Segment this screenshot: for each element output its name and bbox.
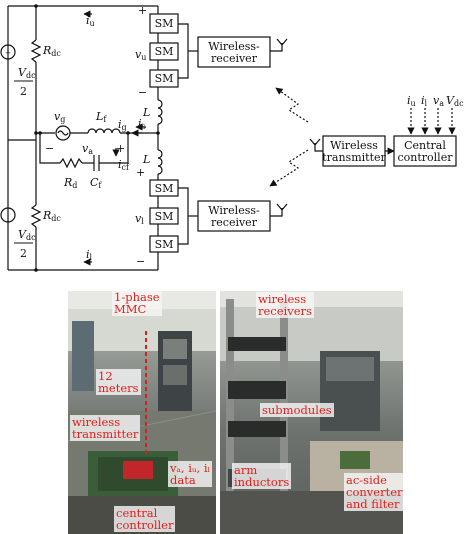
- ig-label: ig: [118, 118, 127, 132]
- dc-source-lower: [0, 207, 16, 223]
- annotation-wireless-transmitter: wireless transmitter: [70, 415, 141, 441]
- vl-plus: +: [136, 166, 145, 179]
- controller-input-vdc: Vdc: [446, 94, 464, 108]
- arm-inductor-upper-label: L: [142, 106, 150, 119]
- filter-inductor: [87, 128, 121, 134]
- lf-label: Lf: [95, 110, 107, 124]
- is-label: is: [138, 117, 146, 131]
- annotation-submodules: submodules: [260, 403, 334, 417]
- rdc-upper-label: Rdc: [42, 44, 61, 58]
- wireless-receiver-upper-line2: receiver: [211, 52, 258, 65]
- cf-label: Cf: [90, 176, 102, 190]
- vu-label: vu: [135, 48, 146, 62]
- rdc-lower-resistor: [30, 204, 42, 228]
- vdc-upper-num: Vdc: [18, 66, 36, 80]
- iu-label: iu: [86, 14, 95, 28]
- rdc-lower-label: Rdc: [42, 209, 61, 223]
- wireless-transmitter-line2: transmitter: [322, 151, 386, 164]
- annotation-data: vₐ, iᵤ, iₗ data: [168, 461, 213, 487]
- arm-inductor-lower-label: L: [142, 153, 150, 166]
- dc-source-upper: [0, 44, 16, 60]
- wireless-receiver-lower-line1: Wireless-: [208, 204, 260, 217]
- va-label: va: [82, 142, 93, 156]
- annotation-12-meters: 12 meters: [96, 369, 141, 395]
- annotation-wireless-receivers: wireless receivers: [256, 292, 314, 318]
- arm-inductor-upper: [157, 99, 163, 125]
- va-minus: −: [45, 142, 54, 155]
- mmc-system-diagram: + Vdc 2 Vdc 2 Rdc Rdc iu il vu: [0, 4, 464, 272]
- sm-box-upper-2: [149, 42, 179, 61]
- sm-label-lower-1: SM: [155, 182, 174, 195]
- wireless-receiver-lower-box: [197, 200, 271, 232]
- wireless-link-lower: [269, 149, 309, 187]
- wireless-transmitter-line1: Wireless: [330, 139, 378, 152]
- filter-capacitor: [93, 155, 100, 171]
- antenna-upper: [270, 38, 288, 52]
- vl-label: vl: [135, 212, 144, 226]
- lab-photo-left: 1-phase MMC 12 meters wireless transmitt…: [68, 291, 216, 534]
- rd-label: Rd: [63, 176, 77, 190]
- antenna-lower: [270, 203, 288, 217]
- sm-box-lower-2: [149, 207, 179, 225]
- sm-label-upper-2: SM: [155, 45, 174, 58]
- vg-label: vg: [54, 110, 65, 124]
- wireless-link-upper: [275, 87, 309, 123]
- vl-minus: −: [136, 255, 145, 268]
- lab-photo-right: wireless receivers submodules arm induct…: [220, 291, 403, 534]
- damping-resistor: [59, 157, 83, 169]
- dc-source-symbol: +: [5, 49, 11, 57]
- annotation-1phase-mmc: 1-phase MMC: [112, 291, 162, 316]
- central-controller-line1: Central: [404, 139, 446, 152]
- icf-label: icf: [118, 158, 130, 172]
- sm-label-lower-3: SM: [155, 238, 174, 251]
- vu-minus: −: [138, 86, 147, 99]
- lab-photo-left-scene: [68, 291, 216, 534]
- central-controller-box: [393, 135, 457, 167]
- wireless-receiver-upper-box: [197, 36, 271, 68]
- sm-label-upper-1: SM: [155, 17, 174, 30]
- vdc-upper-den: 2: [20, 85, 27, 98]
- vu-plus: +: [138, 4, 147, 17]
- controller-input-il: il: [421, 94, 428, 108]
- antenna-transmitter: [309, 138, 323, 152]
- annotation-ac-side-converter: ac-side converter and filter: [344, 473, 403, 511]
- il-label: il: [86, 248, 93, 262]
- controller-input-va: va: [433, 94, 444, 108]
- annotation-central-controller: central controller: [114, 506, 176, 532]
- controller-input-iu: iu: [407, 94, 416, 108]
- annotation-arm-inductors: arm inductors: [232, 463, 292, 489]
- va-plus: +: [116, 142, 125, 155]
- rdc-upper-resistor: [30, 39, 42, 63]
- wireless-receiver-lower-line2: receiver: [211, 216, 258, 229]
- arm-inductor-lower: [157, 149, 163, 175]
- vdc-lower-den: 2: [20, 247, 27, 260]
- sm-label-upper-3: SM: [155, 72, 174, 85]
- wireless-receiver-upper-line1: Wireless-: [208, 40, 260, 53]
- vdc-lower-num: Vdc: [18, 228, 36, 242]
- central-controller-line2: controller: [398, 151, 454, 164]
- sm-label-lower-2: SM: [155, 210, 174, 223]
